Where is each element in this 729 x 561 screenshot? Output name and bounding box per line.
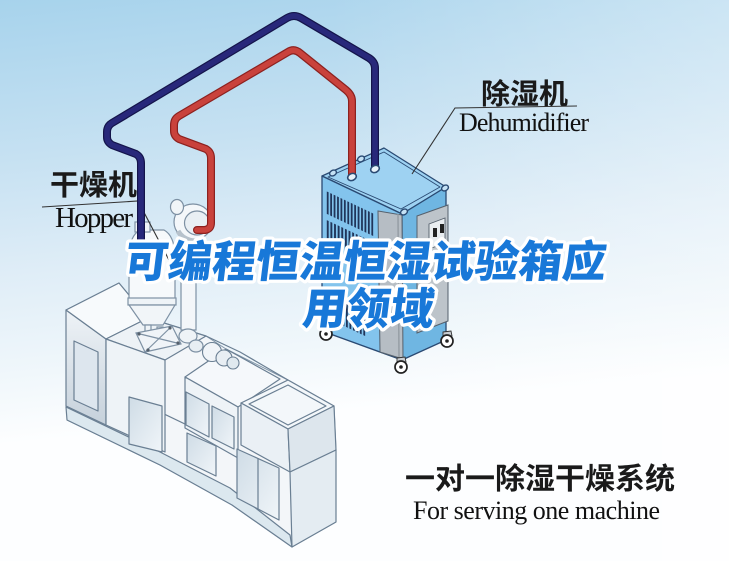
svg-text:Hopper: Hopper	[55, 202, 133, 234]
svg-text:Dehumidifier: Dehumidifier	[459, 108, 589, 137]
svg-text:For serving one machine: For serving one machine	[413, 496, 660, 525]
